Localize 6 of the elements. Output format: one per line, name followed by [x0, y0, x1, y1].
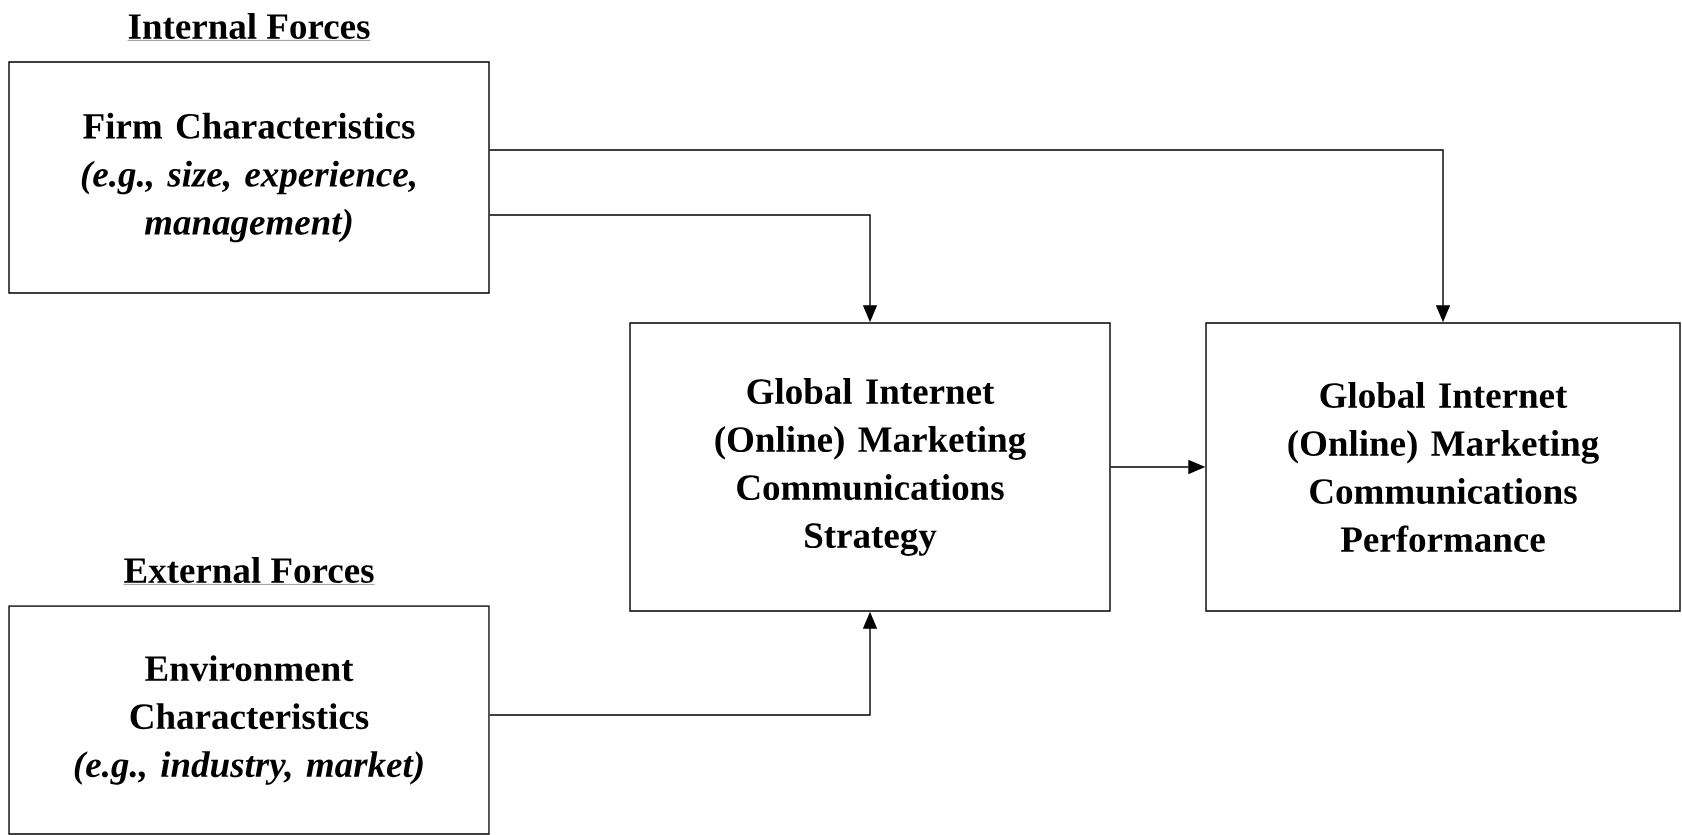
process-box: Global Internet (Online) Marketing Communications Strategy — [629, 322, 1111, 612]
process-box: Environment Characteristics (e.g., industry, market) — [8, 605, 490, 835]
heading: External Forces — [123, 557, 375, 585]
heading: Internal Forces — [127, 13, 371, 41]
process-box: Firm Characteristics (e.g., size, experience, management) — [8, 61, 490, 294]
process-box: Global Internet (Online) Marketing Communications Performance — [1205, 322, 1681, 612]
